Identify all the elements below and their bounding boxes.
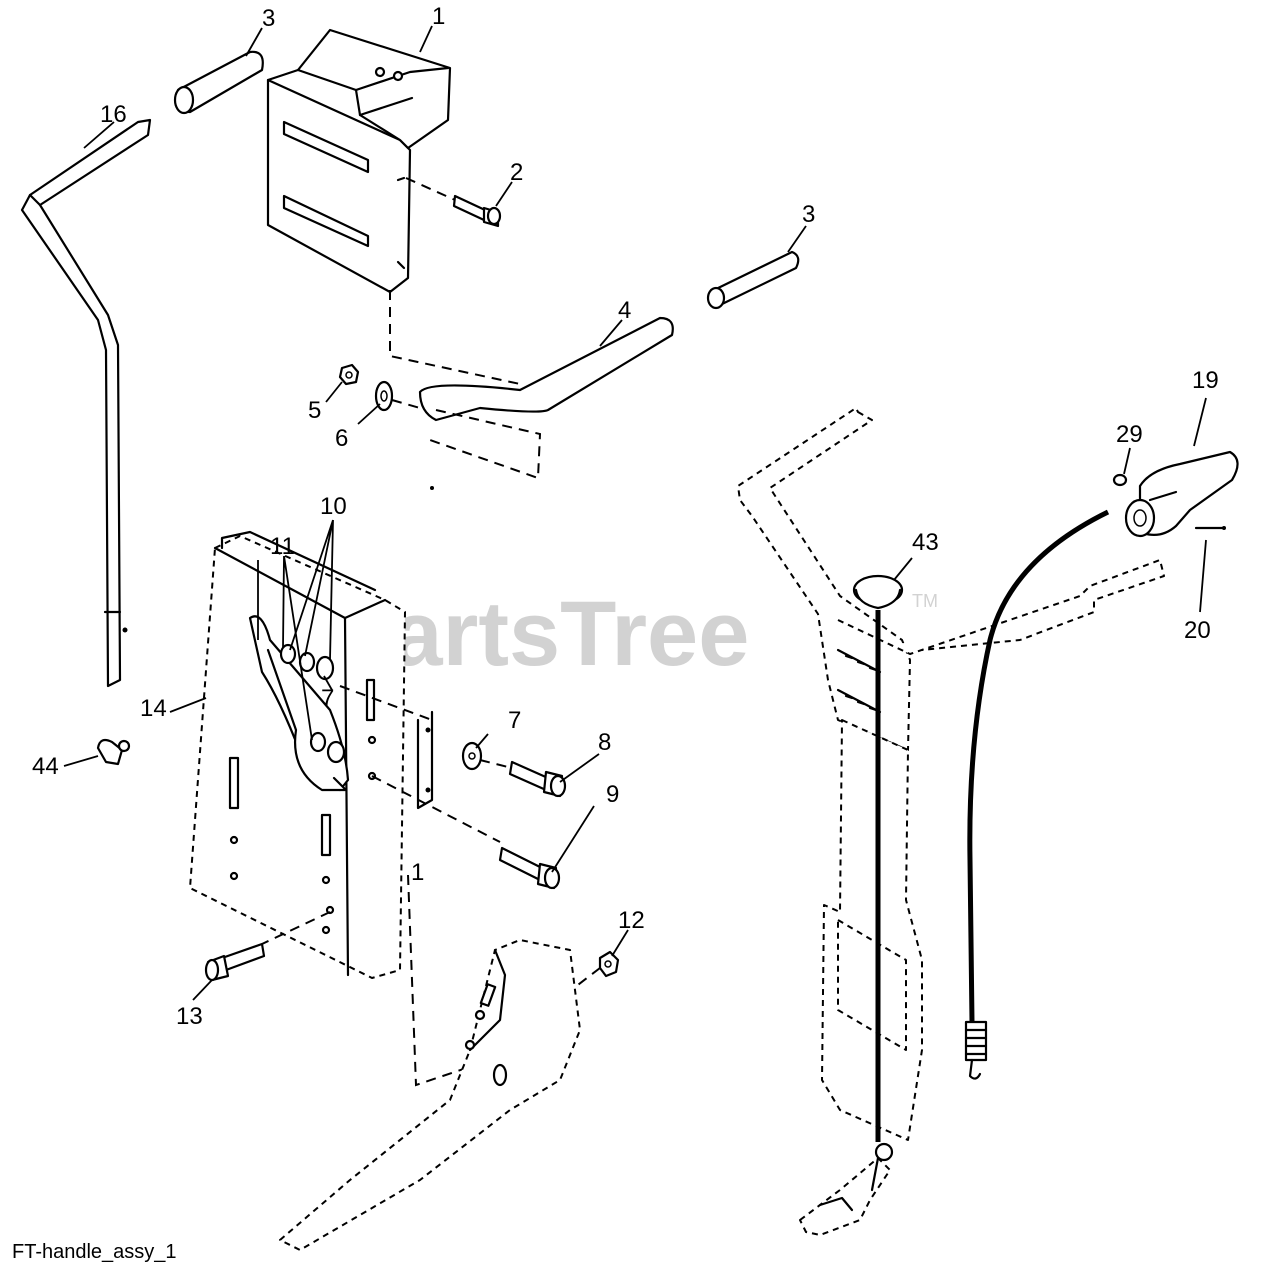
- callout-16: 16: [100, 101, 127, 128]
- part-8-bolt: [508, 760, 567, 798]
- callout-11: 11: [270, 533, 295, 560]
- callout-6: 6: [335, 425, 348, 452]
- leader-lines: [63, 25, 1207, 1001]
- diagram-caption: FT-handle_assy_1: [12, 1241, 177, 1263]
- callout-29: 29: [1116, 421, 1143, 448]
- part-44-clip: [96, 738, 131, 766]
- part-3-grip-top: [173, 50, 264, 115]
- callout-12: 12: [618, 907, 645, 934]
- part-6-washer: [374, 380, 421, 412]
- callout-2: 2: [510, 159, 523, 186]
- callout-3-right: 3: [802, 201, 815, 228]
- part-9-bolt: [498, 846, 561, 890]
- callout-20: 20: [1184, 617, 1211, 644]
- callout-3-top: 3: [262, 5, 275, 32]
- part-20-pin: [1194, 526, 1226, 530]
- callout-9: 9: [606, 781, 619, 808]
- callout-8: 8: [598, 729, 611, 756]
- part-5-nut: [338, 363, 360, 386]
- part-13-bolt: [204, 911, 331, 982]
- callout-7-left: 7: [321, 685, 334, 712]
- callout-numbers: 1 1 2 3 3 4 5 6 7 7 8 9 10 11 12 13 14 1…: [32, 3, 1219, 1030]
- part-16-handle: [20, 118, 152, 688]
- callout-43: 43: [912, 529, 939, 556]
- callout-13: 13: [176, 1003, 203, 1030]
- part-1-lower-bracket: [279, 874, 581, 1251]
- part-43-knob: [852, 574, 904, 1192]
- part-7-washer-right: [339, 685, 513, 843]
- callout-44: 44: [32, 753, 59, 780]
- callout-19: 19: [1192, 367, 1219, 394]
- callout-14: 14: [140, 695, 167, 722]
- callout-1-lower: 1: [411, 859, 424, 886]
- part-14-frame: [189, 530, 406, 979]
- callout-1: 1: [432, 3, 445, 30]
- part-4-lower-handle: [389, 290, 674, 490]
- callout-5: 5: [308, 397, 321, 424]
- dash-marks: [836, 648, 882, 714]
- right-handle-assembly: [737, 407, 1165, 1236]
- callout-10: 10: [320, 493, 347, 520]
- part-19-control-grip: [1124, 450, 1239, 538]
- callout-4: 4: [618, 297, 631, 324]
- part-1-bracket: [266, 28, 452, 294]
- part-10-11-washers: [279, 643, 346, 764]
- part-3-grip-right: [706, 250, 800, 310]
- callout-7-right: 7: [508, 707, 521, 734]
- control-cable: [964, 509, 1110, 1080]
- part-29-screw: [1112, 473, 1128, 487]
- part-2-bolt: [405, 177, 502, 228]
- watermark-tm: TM: [912, 591, 938, 611]
